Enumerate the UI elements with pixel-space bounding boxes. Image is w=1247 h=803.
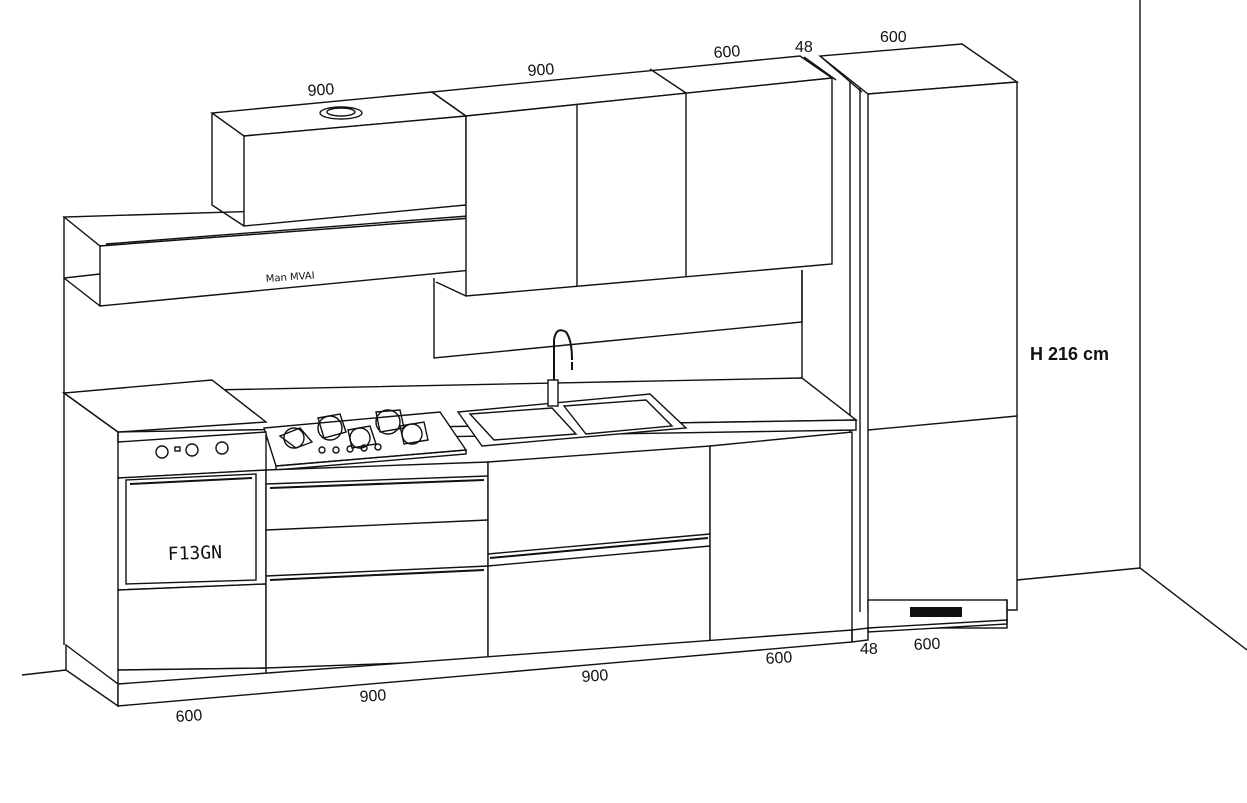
room-outline xyxy=(21,0,1247,676)
oven-model-label: F13GN xyxy=(167,542,222,565)
dim-top-tall-unit-width: 600 xyxy=(880,29,907,46)
dim-bottom-tall-unit-width: 600 xyxy=(913,636,941,654)
dim-top-gap-width: 48 xyxy=(795,39,813,56)
oven-control-knobs xyxy=(155,441,229,459)
oven-cabinet-top xyxy=(62,379,268,442)
dim-bottom-base-right-width: 600 xyxy=(765,649,793,668)
dim-bottom-sink-base-width: 900 xyxy=(581,667,609,686)
dim-bottom-oven-base-width: 600 xyxy=(175,707,203,726)
gas-hob xyxy=(263,409,468,471)
burner-grids xyxy=(278,409,429,449)
right-base-cabinet xyxy=(709,431,853,647)
height-label: H 216 cm xyxy=(1030,344,1109,364)
sink xyxy=(456,329,688,447)
hob-base-drawers xyxy=(265,461,489,669)
dim-top-wall-units-width: 900 xyxy=(527,61,555,80)
dim-top-hood-width: 900 xyxy=(307,81,335,100)
tall-unit-vent-grille xyxy=(910,607,962,617)
dim-top-wall-unit-right-width: 600 xyxy=(713,43,741,62)
dim-bottom-hob-base-width: 900 xyxy=(359,687,387,706)
sink-base-drawers xyxy=(487,445,711,661)
wall-units xyxy=(430,55,837,297)
oven-base-cabinet xyxy=(117,431,267,685)
hood-brand-label: Man MVAI xyxy=(265,271,315,285)
mixer-tap xyxy=(547,329,573,407)
dim-bottom-gap-width: 48 xyxy=(860,641,878,658)
extractor-hood xyxy=(210,91,468,227)
plinth xyxy=(65,600,1008,708)
hob-knobs xyxy=(318,443,382,454)
hood-vent-opening xyxy=(319,106,363,120)
